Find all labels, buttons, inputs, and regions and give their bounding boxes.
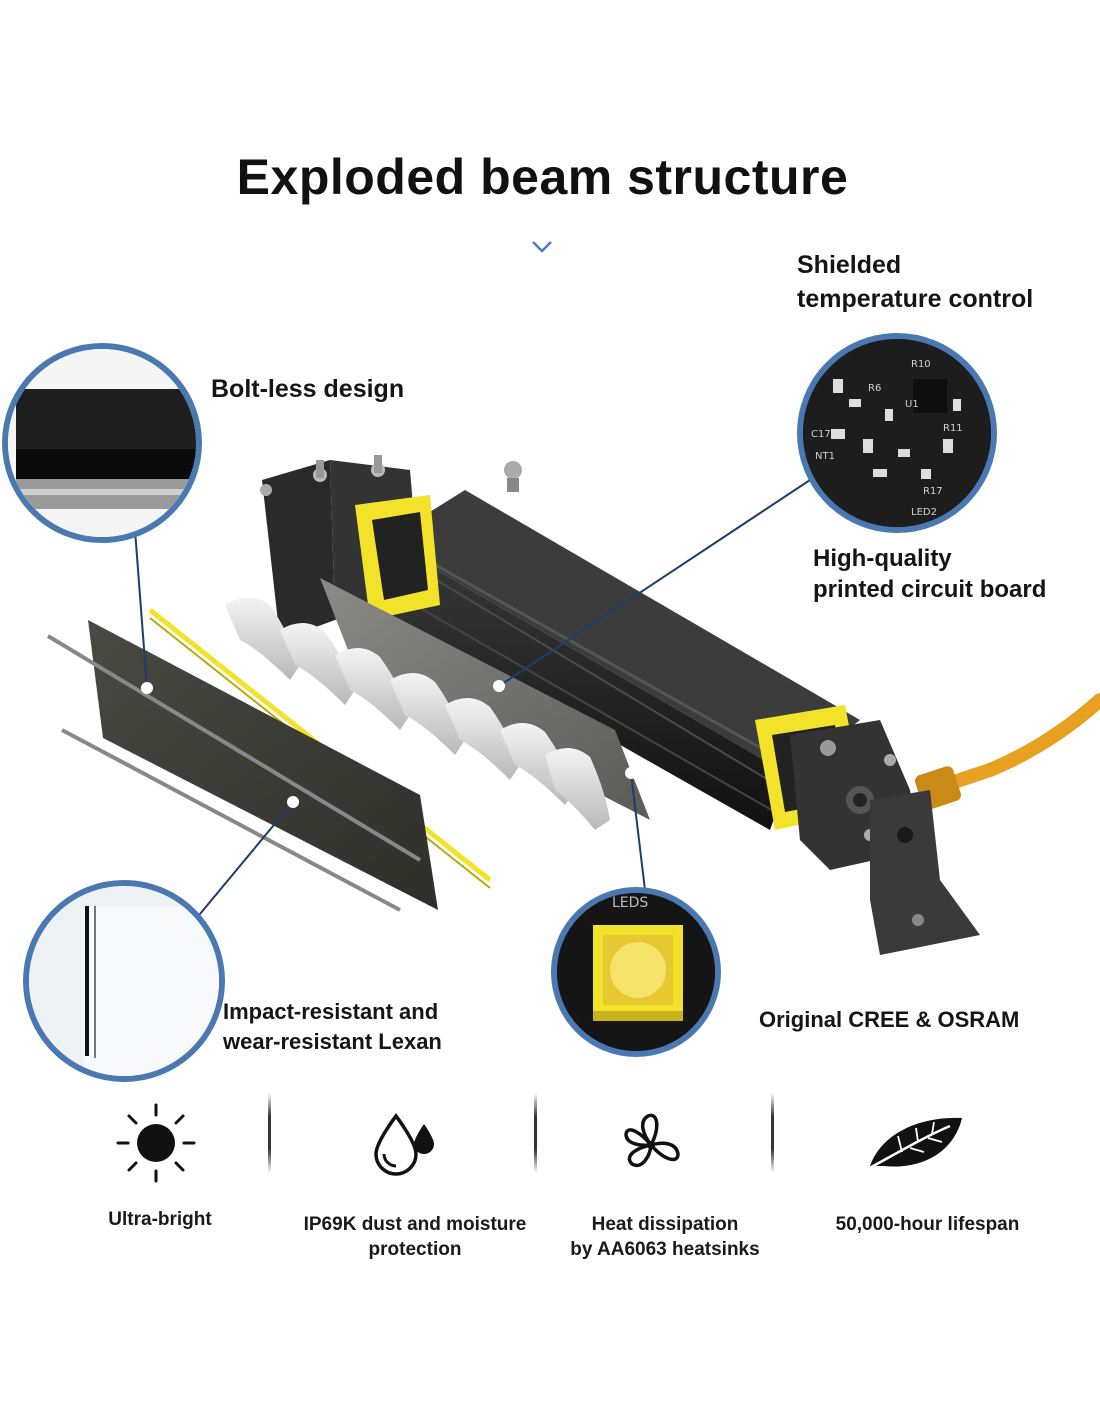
svg-text:LEDS: LEDS	[612, 895, 648, 911]
leaf-icon	[865, 1117, 962, 1172]
svg-text:R10: R10	[911, 359, 931, 370]
pcb-label: High-quality printed circuit board	[813, 545, 1047, 603]
feature-label-heat-dissipation: Heat dissipation by AA6063 heatsinks	[570, 1214, 760, 1260]
reflector-row	[225, 597, 610, 830]
lexan-label: Impact-resistant and wear-resistant Lexa…	[223, 999, 442, 1054]
feature-divider	[534, 1093, 537, 1173]
shielded-label: Shielded temperature control	[797, 251, 1034, 313]
svg-text:U1: U1	[905, 399, 919, 410]
lens-rod-bottom	[61, 728, 401, 912]
callout-dots	[141, 680, 637, 808]
lens-rod-top	[46, 634, 422, 862]
sun-icon	[116, 1103, 196, 1183]
zoom-circle-lexan	[23, 880, 225, 1082]
feature-divider	[771, 1093, 774, 1173]
chevron-down-icon[interactable]	[528, 236, 556, 256]
led-chip-closeup: LEDS	[557, 893, 715, 1051]
feature-label-ultra-bright: Ultra-bright	[108, 1209, 212, 1230]
svg-text:R6: R6	[868, 383, 881, 394]
power-cable	[923, 693, 1100, 797]
svg-text:NT1: NT1	[815, 451, 835, 462]
svg-text:LED2: LED2	[911, 507, 937, 518]
zoom-circle-led: LEDS	[551, 887, 721, 1057]
right-end-cap	[755, 705, 980, 955]
zoom-circle-boltless	[2, 343, 202, 543]
zoom-circle-pcb: R10 R6 U1 R11 C17 NT1 R17 LED2	[797, 333, 997, 533]
feature-label-lifespan: 50,000-hour lifespan	[835, 1214, 1020, 1235]
fan-icon	[624, 1113, 680, 1168]
pcb-closeup: R10 R6 U1 R11 C17 NT1 R17 LED2	[803, 339, 991, 527]
feature-label-ip69k: IP69K dust and moisture protection	[303, 1214, 527, 1260]
svg-text:R11: R11	[943, 423, 963, 434]
svg-text:R17: R17	[923, 486, 943, 497]
leader-lines	[134, 479, 811, 921]
boltless-label: Bolt-less design	[211, 375, 405, 403]
cree-osram-label: Original CREE & OSRAM	[759, 1007, 1020, 1032]
svg-text:C17: C17	[811, 429, 831, 440]
left-end-cap	[260, 455, 522, 640]
feature-divider	[268, 1093, 271, 1173]
lexan-closeup	[29, 886, 219, 1076]
foam-gasket-closeup	[8, 349, 196, 537]
water-drop-icon	[374, 1113, 434, 1176]
page-title: Exploded beam structure	[236, 149, 849, 205]
